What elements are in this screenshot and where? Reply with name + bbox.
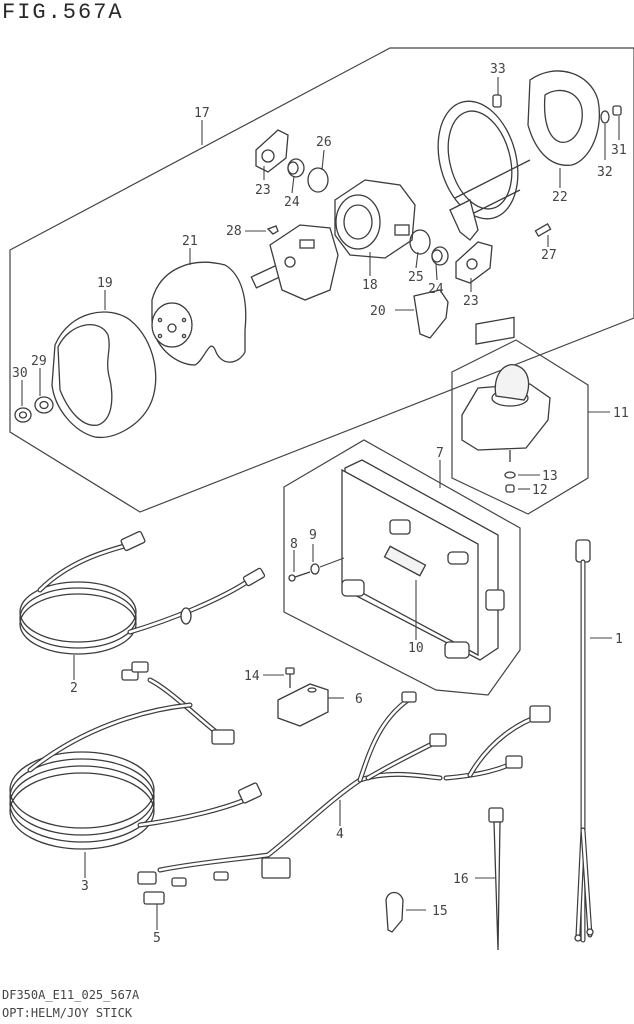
helm-sensor-unit-part-18 xyxy=(334,179,416,259)
bushing-part-24b xyxy=(431,246,449,266)
callout-32[interactable]: 32 xyxy=(597,165,613,180)
steering-shaft-housing xyxy=(250,224,339,301)
main-harness-part-4 xyxy=(137,691,551,887)
control-unit-frame xyxy=(283,439,521,696)
callout-6[interactable]: 6 xyxy=(355,692,363,707)
joystick-part-11 xyxy=(461,316,551,462)
callout-5[interactable]: 5 xyxy=(153,931,161,946)
callout-21[interactable]: 21 xyxy=(182,234,198,249)
screw-part-8 xyxy=(288,571,311,582)
callout-28[interactable]: 28 xyxy=(226,224,242,239)
helm-assembly-frame xyxy=(9,47,634,513)
control-unit-part-10 xyxy=(341,459,505,661)
bushing-holder-part-23b xyxy=(455,241,493,284)
joystick-assembly-frame xyxy=(451,339,589,515)
clamp-part-15 xyxy=(385,891,404,933)
callout-17[interactable]: 17 xyxy=(194,106,210,121)
callout-22[interactable]: 22 xyxy=(552,190,568,205)
nut-part-31 xyxy=(612,105,622,116)
washer-part-32 xyxy=(600,110,610,124)
hub-part-21 xyxy=(151,261,247,366)
section-name: OPT:HELM/JOY STICK xyxy=(2,1006,133,1020)
callout-19[interactable]: 19 xyxy=(97,276,113,291)
cable-tie-part-16 xyxy=(488,807,504,951)
mounting-ring xyxy=(437,100,531,241)
washer-part-13 xyxy=(504,471,516,479)
spring-part-26 xyxy=(307,167,329,193)
callout-15[interactable]: 15 xyxy=(432,904,448,919)
wire-lead-part-1 xyxy=(574,539,594,943)
callout-14[interactable]: 14 xyxy=(244,669,260,684)
model-code: DF350A_E11_025_567A xyxy=(2,988,140,1002)
callout-16[interactable]: 16 xyxy=(453,872,469,887)
callout-1[interactable]: 1 xyxy=(615,632,623,647)
bushing-part-24a xyxy=(287,158,305,178)
callout-23b[interactable]: 23 xyxy=(463,294,479,309)
callout-13[interactable]: 13 xyxy=(542,469,558,484)
callout-24a[interactable]: 24 xyxy=(284,195,300,210)
callout-2[interactable]: 2 xyxy=(70,681,78,696)
callout-labels: 17 26 23 24 28 21 19 29 30 18 20 25 24 2… xyxy=(12,62,629,946)
washer-part-9 xyxy=(310,563,320,575)
callout-31[interactable]: 31 xyxy=(611,143,627,158)
stopper-part-20 xyxy=(413,289,449,339)
figure-title: FIG.567A xyxy=(2,0,124,25)
mount-plate-part-22 xyxy=(527,70,600,166)
callout-26[interactable]: 26 xyxy=(316,135,332,150)
callout-7[interactable]: 7 xyxy=(436,446,444,461)
callout-23a[interactable]: 23 xyxy=(255,183,271,198)
washer-part-29 xyxy=(34,396,54,414)
callout-10[interactable]: 10 xyxy=(408,641,424,656)
bushing-holder-part-23a xyxy=(255,129,289,173)
callout-29[interactable]: 29 xyxy=(31,354,47,369)
spring-pin-part-33 xyxy=(492,94,502,108)
cable-part-3 xyxy=(9,702,263,850)
callout-24b[interactable]: 24 xyxy=(428,282,444,297)
callout-8[interactable]: 8 xyxy=(290,537,298,552)
cable-part-2 xyxy=(19,530,266,655)
key-part-28 xyxy=(266,225,279,235)
bracket-part-6 xyxy=(277,683,329,727)
callout-25[interactable]: 25 xyxy=(408,270,424,285)
cover-part-19 xyxy=(51,311,157,439)
split-harness xyxy=(121,661,235,745)
callout-11[interactable]: 11 xyxy=(613,406,629,421)
callout-33[interactable]: 33 xyxy=(490,62,506,77)
callout-27[interactable]: 27 xyxy=(541,248,557,263)
bolt-part-27 xyxy=(534,223,552,237)
callout-4[interactable]: 4 xyxy=(336,827,344,842)
nut-part-12 xyxy=(505,484,515,493)
callout-3[interactable]: 3 xyxy=(81,879,89,894)
bolt-part-14 xyxy=(285,667,295,688)
callout-20[interactable]: 20 xyxy=(370,304,386,319)
callout-12[interactable]: 12 xyxy=(532,483,548,498)
callout-30[interactable]: 30 xyxy=(12,366,28,381)
spring-part-25 xyxy=(409,229,431,255)
connector-cap-part-5 xyxy=(143,891,165,905)
leader-lines xyxy=(21,77,620,930)
callout-18[interactable]: 18 xyxy=(362,278,378,293)
callout-9[interactable]: 9 xyxy=(309,528,317,543)
nut-part-30 xyxy=(14,407,32,423)
